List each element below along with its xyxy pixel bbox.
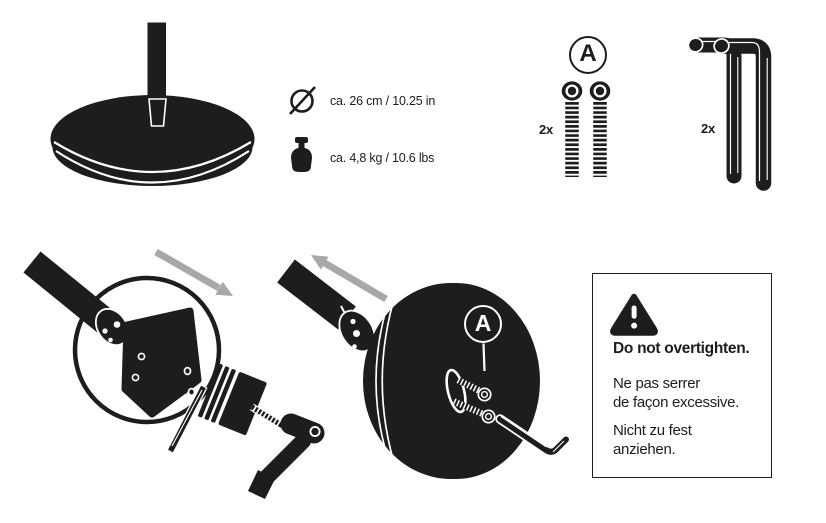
weight-icon — [291, 137, 312, 172]
warning-text-fr: Ne pas serrer de façon excessive. — [613, 375, 740, 411]
warning-triangle-icon — [610, 293, 658, 336]
screw — [589, 81, 611, 177]
screw — [128, 370, 188, 395]
clamp-lever — [248, 413, 325, 499]
pole-collar — [148, 98, 167, 127]
clamp-bracket — [198, 363, 267, 436]
hex-key — [166, 384, 208, 454]
spec-weight-text: ca. 4,8 kg / 10.6 lbs — [330, 151, 435, 165]
base-rim-line — [53, 141, 252, 173]
plate-hole — [187, 387, 196, 397]
direction-arrow-icon — [311, 255, 388, 303]
warning-box: Do not overtighten. Ne pas serrer de faç… — [592, 273, 772, 478]
pole — [23, 251, 116, 334]
disc-label-a-badge: A — [464, 305, 502, 343]
hex-keys-quantity: 2x — [701, 121, 716, 136]
assembly-step-clamp — [23, 248, 325, 499]
hex-key — [495, 414, 571, 457]
warning-text-de: Nicht zu fest anziehen. — [613, 422, 692, 458]
hex-key — [687, 37, 742, 184]
pole-end-cap — [94, 307, 130, 347]
direction-arrow-icon — [154, 248, 233, 296]
plate-hole — [183, 366, 192, 376]
spec-diameter-text: ca. 26 cm / 10.25 in — [330, 94, 436, 108]
warning-title: Do not overtighten. — [613, 340, 750, 357]
assembly-step-base-screws — [277, 255, 571, 479]
screws-quantity: 2x — [538, 122, 553, 137]
label-connector-line — [482, 343, 486, 372]
part-label-a-badge: A — [569, 36, 607, 74]
base-bottom — [52, 108, 253, 186]
pole — [277, 259, 356, 330]
hex-key-parts — [687, 37, 772, 191]
screw — [561, 81, 583, 177]
diameter-icon — [289, 86, 316, 115]
stand-base-illustration — [50, 22, 255, 186]
screw — [452, 398, 496, 424]
base-rim-line — [55, 150, 250, 184]
screw-parts — [561, 81, 611, 177]
screw — [134, 349, 185, 374]
screw — [456, 377, 492, 402]
hex-key — [713, 38, 772, 191]
pole — [147, 22, 166, 102]
